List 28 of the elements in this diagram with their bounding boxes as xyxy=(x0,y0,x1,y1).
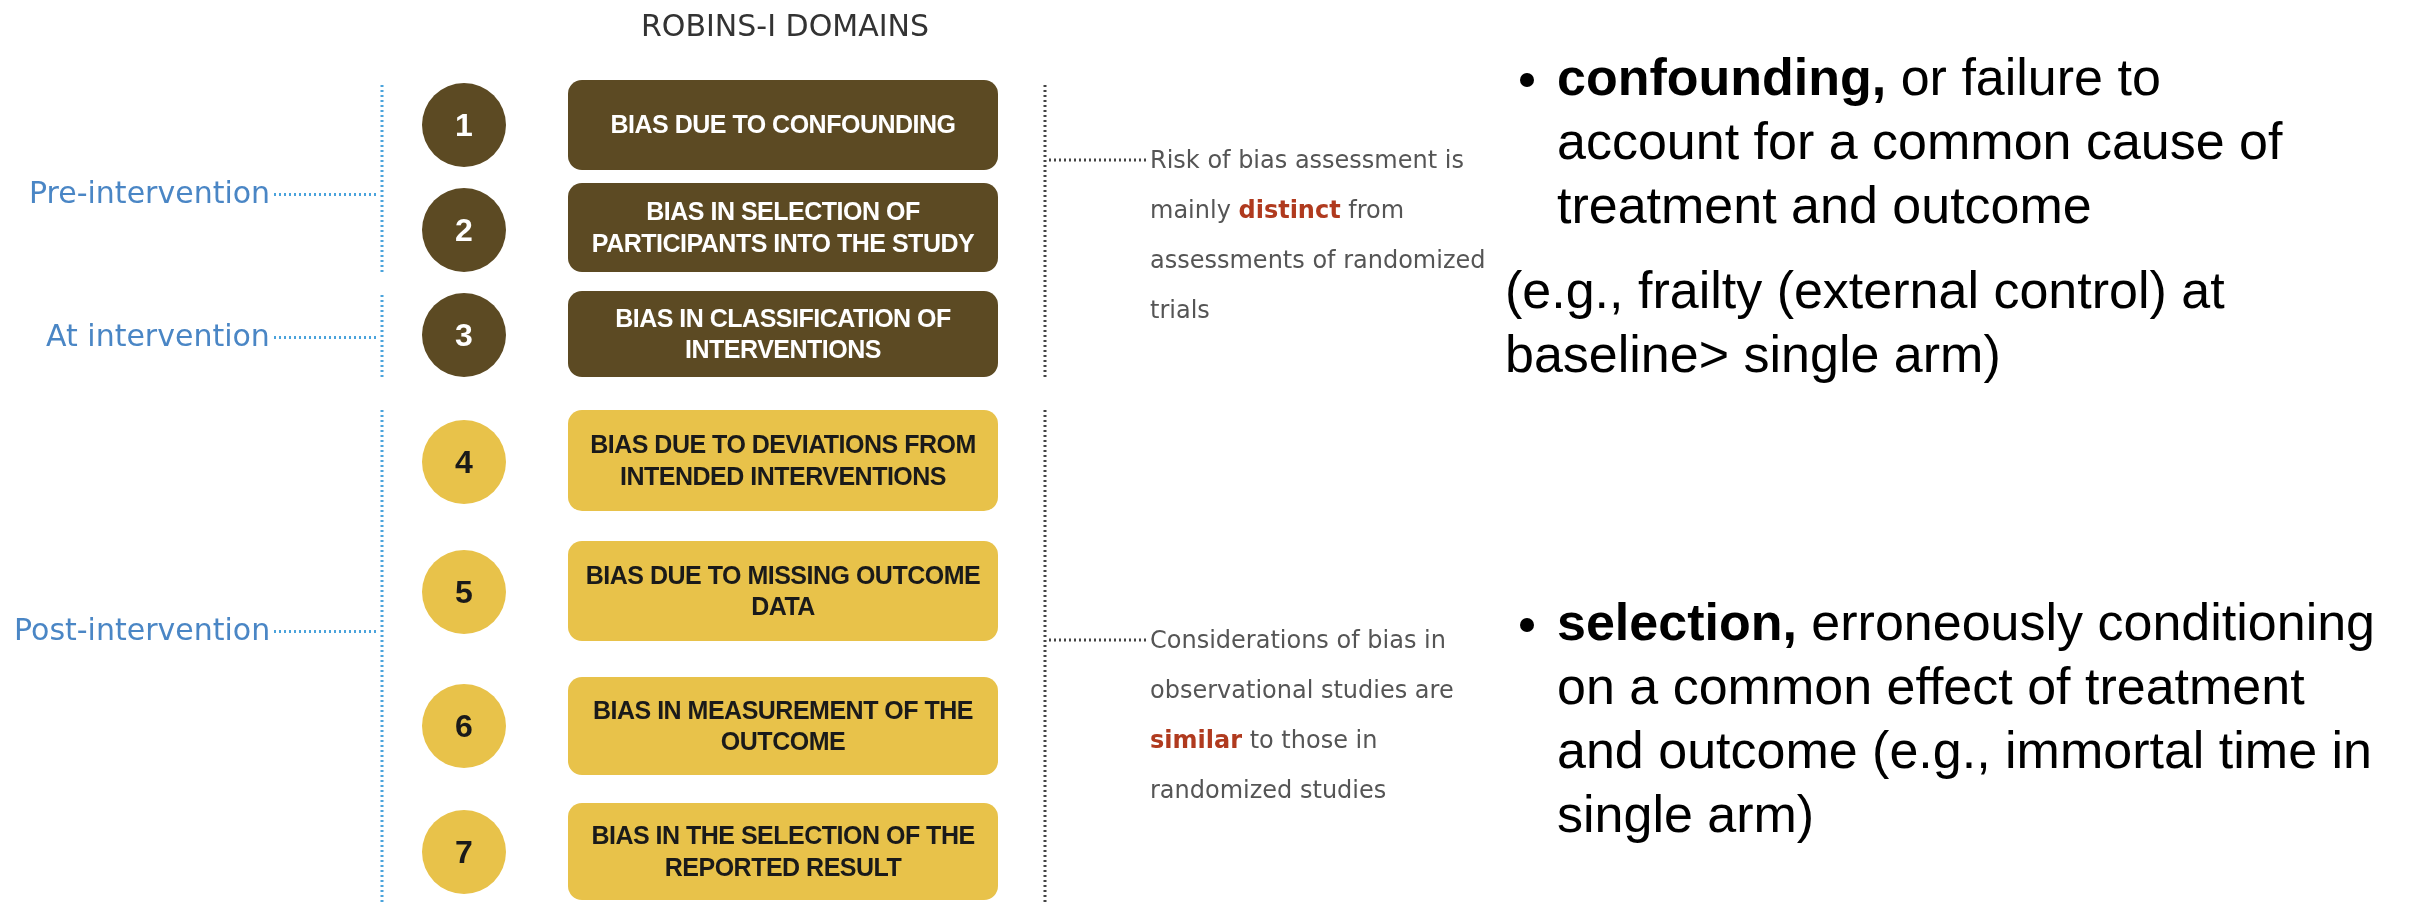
bullet-text: (e.g., frailty (external control) at baseline> single arm) xyxy=(1505,260,2226,385)
number-circle: 3 xyxy=(422,293,506,377)
bullet-text: selection, erroneously conditioning on a common effect of treatment and outcome (e.g., immortal time in single arm) xyxy=(1557,592,2377,845)
number-circle: 5 xyxy=(422,550,506,634)
note-text: Risk of bias assessment is mainly distinct from assessments of randomized trials xyxy=(1150,135,1495,335)
phase-label: At intervention xyxy=(46,318,270,353)
bullet-text: confounding, or failure to account for a common cause of treatment and outcome xyxy=(1557,47,2284,236)
number-circle: 1 xyxy=(422,83,506,167)
domain-box: BIAS DUE TO MISSING OUTCOME DATA xyxy=(568,541,998,641)
leader-line xyxy=(274,193,378,196)
number-circle: 4 xyxy=(422,420,506,504)
domain-box: BIAS DUE TO CONFOUNDING xyxy=(568,80,998,170)
domain-box: BIAS IN THE SELECTION OF THE REPORTED RESULT xyxy=(568,803,998,900)
domain-box: BIAS IN CLASSIFICATION OF INTERVENTIONS xyxy=(568,291,998,377)
number-circle: 7 xyxy=(422,810,506,894)
domain-box: BIAS IN SELECTION OF PARTICIPANTS INTO THE STUDY xyxy=(568,183,998,272)
phase-label: Post-intervention xyxy=(14,612,271,647)
domain-box: BIAS IN MEASUREMENT OF THE OUTCOME xyxy=(568,677,998,775)
leader-line xyxy=(1049,158,1146,162)
leader-line xyxy=(274,336,378,339)
domain-box: BIAS DUE TO DEVIATIONS FROM INTENDED INTERVENTIONS xyxy=(568,410,998,511)
number-circle: 6 xyxy=(422,684,506,768)
note-text: Considerations of bias in observational studies are similar to those in randomized studies xyxy=(1150,615,1510,815)
phase-label: Pre-intervention xyxy=(29,175,271,210)
leader-line xyxy=(274,630,378,633)
title: ROBINS-I DOMAINS xyxy=(639,8,930,43)
leader-line xyxy=(1049,638,1146,642)
number-circle: 2 xyxy=(422,188,506,272)
